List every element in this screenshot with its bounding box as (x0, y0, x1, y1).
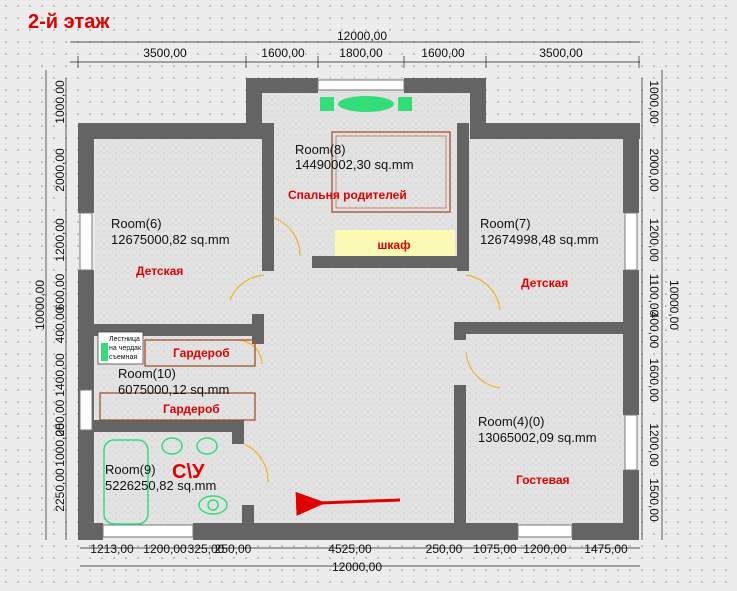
dim-bottom-seg-1: 1213,00 (90, 542, 134, 556)
room-8-name: Room(8) (295, 142, 346, 157)
direction-arrow (295, 491, 401, 516)
room-4-name: Room(4)(0) (478, 414, 544, 429)
room-10-area: 6075000,12 sq.mm (118, 382, 229, 397)
room-10-label: Гардероб (163, 402, 220, 416)
ceiling-fixtures (320, 96, 412, 112)
dim-bottom-seg-5: 4525,00 (328, 542, 372, 556)
room-9-area: 5226250,82 sq.mm (105, 478, 216, 493)
dim-right-seg-5: 400,00 (647, 312, 661, 349)
dim-top-total: 12000,00 (337, 29, 387, 43)
dim-right-seg-3: 1200,00 (647, 218, 661, 262)
stair-note-line-2: на чердак (109, 345, 142, 352)
dimension-lines (45, 41, 663, 567)
dim-right-seg-4: 1100,00 (647, 274, 661, 317)
dim-bottom-seg-3: 325,00 (188, 542, 225, 556)
dim-left-seg-1: 1000,00 (53, 80, 67, 124)
dim-top-seg-1: 3500,00 (143, 46, 187, 60)
room-4-area: 13065002,09 sq.mm (478, 430, 597, 445)
dim-left-seg-6: 1400,00 (53, 353, 67, 397)
room-7-area: 12674998,48 sq.mm (480, 232, 599, 247)
dim-left-total: 10000,00 (33, 280, 47, 330)
dim-right-seg-1: 1000,00 (647, 80, 661, 124)
dim-bottom-seg-6: 250,00 (426, 542, 463, 556)
room-9-label: С\У (172, 461, 205, 483)
closet (335, 230, 455, 256)
dim-top-seg-3: 1800,00 (339, 46, 383, 60)
dim-right-seg-8: 1500,00 (647, 478, 661, 522)
dim-top-seg-2: 1600,00 (261, 46, 305, 60)
dim-right-seg-6: 1600,00 (647, 358, 661, 402)
page-title: 2-й этаж (28, 11, 110, 33)
dim-left-seg-8: 1000,00 (53, 423, 67, 467)
floor-area (95, 78, 635, 527)
dim-right-seg-7: 1200,00 (647, 423, 661, 467)
room-6-name: Room(6) (111, 216, 162, 231)
dim-bottom-seg-7: 1075,00 (473, 542, 517, 556)
dim-left-seg-9: 2250,00 (53, 468, 67, 512)
dim-bottom-seg-8: 1200,00 (523, 542, 567, 556)
stair-note-line-3: съемная (109, 354, 137, 361)
room-6-label: Детская (136, 264, 183, 278)
room-7-label: Детская (521, 276, 568, 290)
wardrobe-shelves (99, 339, 256, 421)
bed (331, 131, 451, 213)
room-10-name: Room(10) (118, 366, 176, 381)
bathroom-fixtures (103, 437, 228, 525)
dim-right-seg-2: 2000,00 (647, 148, 661, 192)
dim-bottom-seg-9: 1475,00 (584, 542, 628, 556)
dim-left-seg-7: 250,00 (53, 399, 67, 436)
closet-label: шкаф (377, 238, 411, 252)
room-8-area: 14490002,30 sq.mm (295, 157, 414, 172)
dim-bottom-seg-2: 1200,00 (143, 542, 187, 556)
room-6-area: 12675000,82 sq.mm (111, 232, 230, 247)
room-9-name: Room(9) (105, 462, 156, 477)
wardrobe-top-label: Гардероб (173, 346, 230, 360)
stair-note-marker (101, 343, 108, 361)
dim-left-seg-4: 600,00 (53, 273, 67, 310)
dim-right-total: 10000,00 (667, 280, 681, 330)
room-7-name: Room(7) (480, 216, 531, 231)
dim-left-seg-2: 2000,00 (53, 148, 67, 192)
dim-bottom-total: 12000,00 (332, 560, 382, 574)
walls (78, 78, 640, 540)
dim-left-seg-5: 400,00 (53, 306, 67, 343)
dim-top-seg-5: 3500,00 (539, 46, 583, 60)
stair-note-line-1: Лестница (109, 336, 140, 343)
dim-bottom-seg-4: 250,00 (215, 542, 252, 556)
dim-top-seg-4: 1600,00 (421, 46, 465, 60)
room-4-label: Гостевая (516, 473, 570, 487)
windows (79, 79, 638, 538)
room-8-label: Спальня родителей (288, 188, 407, 202)
dim-left-seg-3: 1200,00 (53, 218, 67, 262)
